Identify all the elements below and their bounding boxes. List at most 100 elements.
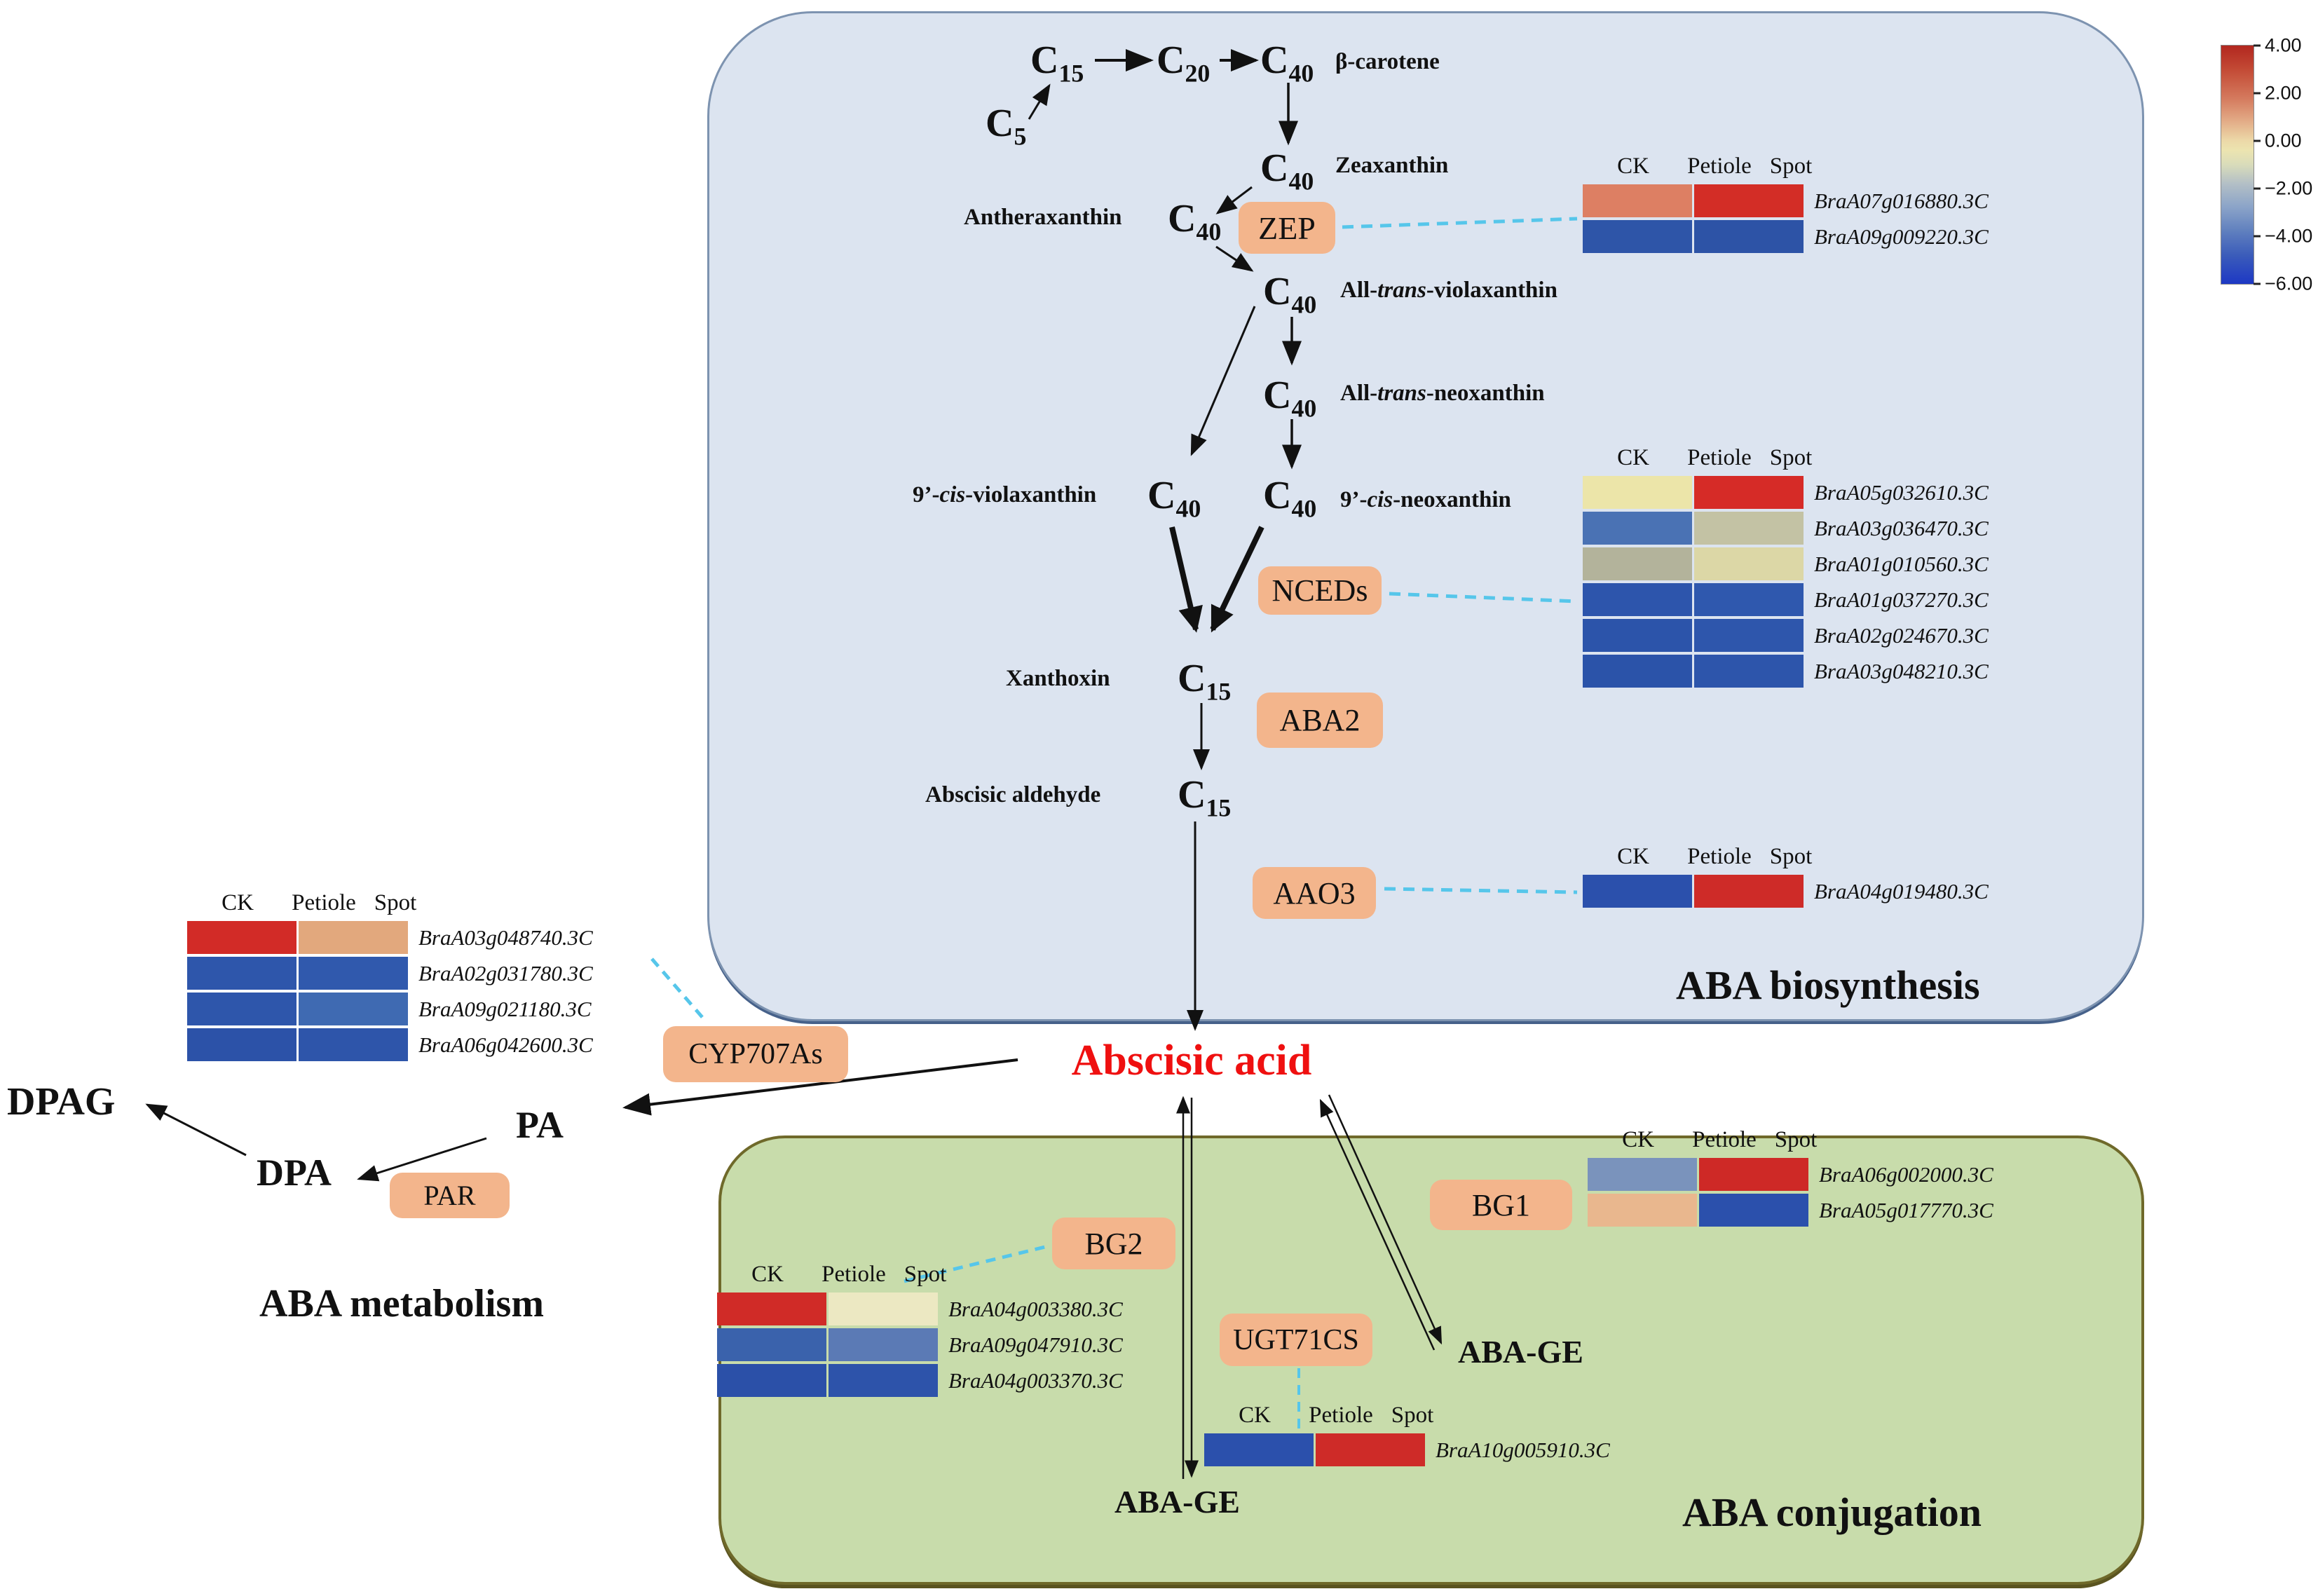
gene-label: BraA05g017770.3C: [1819, 1197, 1993, 1222]
cell-ck: [1204, 1433, 1314, 1466]
heatmap-row: BraA02g031780.3C: [187, 957, 593, 990]
cell-ck: [1583, 512, 1692, 545]
gene-label: BraA04g003370.3C: [948, 1367, 1123, 1393]
gene-label: BraA04g003380.3C: [948, 1296, 1123, 1321]
enzyme-zep: ZEP: [1239, 202, 1335, 254]
label-antheraxanthin: Antheraxanthin: [964, 205, 1122, 230]
column-header-petiole: Petiole: [1687, 844, 1752, 869]
compound-c15-xanthoxin: C15: [1178, 657, 1232, 706]
cell-petiole-spot: [1694, 184, 1804, 217]
compound-c40-bcarotene: C40: [1260, 39, 1314, 88]
label-zeaxanthin: Zeaxanthin: [1335, 153, 1449, 178]
cell-petiole-spot: [1694, 476, 1804, 509]
gene-label: BraA03g048740.3C: [418, 925, 593, 950]
cell-ck: [1583, 619, 1692, 652]
column-header-ck: CK: [1617, 445, 1649, 470]
colorbar-tick-label: −6.00: [2265, 273, 2313, 294]
cell-ck: [187, 993, 296, 1025]
column-header-ck: CK: [1622, 1127, 1654, 1152]
gene-label: BraA03g048210.3C: [1814, 658, 1989, 683]
compound-c5: C5: [986, 102, 1027, 151]
cell-petiole-spot: [1694, 875, 1804, 908]
enzyme-ugt71cs: UGT71CS: [1220, 1314, 1372, 1366]
label-pa: PA: [516, 1104, 564, 1146]
cell-petiole-spot: [299, 921, 408, 954]
colorbar-tick-label: 4.00: [2265, 34, 2302, 56]
column-header-spot: Spot: [904, 1262, 947, 1287]
column-header-petiole: Petiole: [292, 890, 356, 915]
cell-ck: [717, 1364, 826, 1397]
cell-petiole-spot: [1316, 1433, 1425, 1466]
cell-ck: [717, 1328, 826, 1361]
label-aba-ge-right: ABA-GE: [1458, 1334, 1583, 1370]
compound-c40-zeaxanthin: C40: [1260, 146, 1314, 196]
enzyme-aba2: ABA2: [1257, 693, 1383, 748]
cell-petiole-spot: [1699, 1194, 1808, 1227]
gene-label: BraA01g010560.3C: [1814, 551, 1989, 576]
cell-ck: [1588, 1194, 1697, 1227]
label-dpa: DPA: [257, 1152, 332, 1194]
heatmap-row: BraA06g002000.3C: [1588, 1158, 1993, 1191]
column-header-petiole: Petiole: [1309, 1403, 1373, 1428]
label-aba-ge-bottom: ABA-GE: [1114, 1484, 1240, 1520]
arrow-violaxanthin-cis-violaxanthin: [1190, 306, 1256, 456]
enzyme-bg1: BG1: [1430, 1180, 1572, 1230]
arrow-pa-dpa: [357, 1137, 487, 1182]
gene-label: BraA06g002000.3C: [1819, 1161, 1993, 1187]
dash-cyp707as-heatmap: [650, 957, 707, 1022]
enzyme-bg2: BG2: [1052, 1218, 1175, 1269]
colorbar-tick: [2254, 92, 2261, 95]
cell-petiole-spot: [1694, 512, 1804, 545]
heatmap-row: BraA03g048740.3C: [187, 921, 593, 954]
compound-c15-aldehyde: C15: [1178, 773, 1232, 822]
arrow-abscisic-acid-to-abage-right: [1328, 1094, 1443, 1345]
cell-petiole-spot: [1694, 655, 1804, 688]
compound-c40-trans-violaxanthin: C40: [1263, 270, 1317, 319]
cell-petiole-spot: [829, 1364, 938, 1397]
cell-ck: [1588, 1158, 1697, 1191]
column-header-spot: Spot: [1391, 1403, 1434, 1428]
heatmap-row: BraA07g016880.3C: [1583, 184, 1989, 217]
heatmap-row: BraA01g037270.3C: [1583, 583, 1989, 616]
column-header-spot: Spot: [1769, 844, 1813, 869]
gene-label: BraA09g047910.3C: [948, 1332, 1123, 1357]
column-header-petiole: Petiole: [821, 1262, 886, 1287]
gene-label: BraA01g037270.3C: [1814, 587, 1989, 612]
section-title-metabolism: ABA metabolism: [259, 1282, 544, 1325]
section-title-biosynthesis: ABA biosynthesis: [1676, 962, 1980, 1008]
column-header-petiole: Petiole: [1687, 154, 1752, 179]
colorbar-tick: [2254, 44, 2261, 47]
label-9cis-neoxanthin: 9’-cis-neoxanthin: [1340, 487, 1511, 512]
cell-ck: [1583, 583, 1692, 616]
heatmap-row: BraA04g003380.3C: [717, 1293, 1123, 1325]
gene-label: BraA03g036470.3C: [1814, 515, 1989, 540]
gene-label: BraA04g019480.3C: [1814, 878, 1989, 903]
column-header-ck: CK: [1239, 1403, 1271, 1428]
cell-ck: [1583, 476, 1692, 509]
gene-label: BraA09g009220.3C: [1814, 224, 1989, 249]
gene-label: BraA06g042600.3C: [418, 1032, 593, 1057]
cell-petiole-spot: [1694, 547, 1804, 580]
heatmap-row: BraA09g021180.3C: [187, 993, 593, 1025]
dash-aao3-heatmap: [1384, 887, 1578, 894]
column-header-spot: Spot: [1769, 154, 1813, 179]
heatmap-row: BraA01g010560.3C: [1583, 547, 1989, 580]
label-xanthoxin: Xanthoxin: [1006, 666, 1110, 691]
compound-c40-cis-neoxanthin: C40: [1263, 474, 1317, 523]
gene-label: BraA02g031780.3C: [418, 960, 593, 985]
label-abscisic-acid: Abscisic acid: [1071, 1037, 1312, 1084]
arrow-abage-right-to-abscisic-acid: [1319, 1098, 1436, 1351]
heatmap-row: BraA09g009220.3C: [1583, 220, 1989, 253]
enzyme-par: PAR: [390, 1173, 510, 1218]
colorbar-tick-label: −2.00: [2265, 177, 2313, 199]
compound-c15: C15: [1030, 39, 1084, 88]
